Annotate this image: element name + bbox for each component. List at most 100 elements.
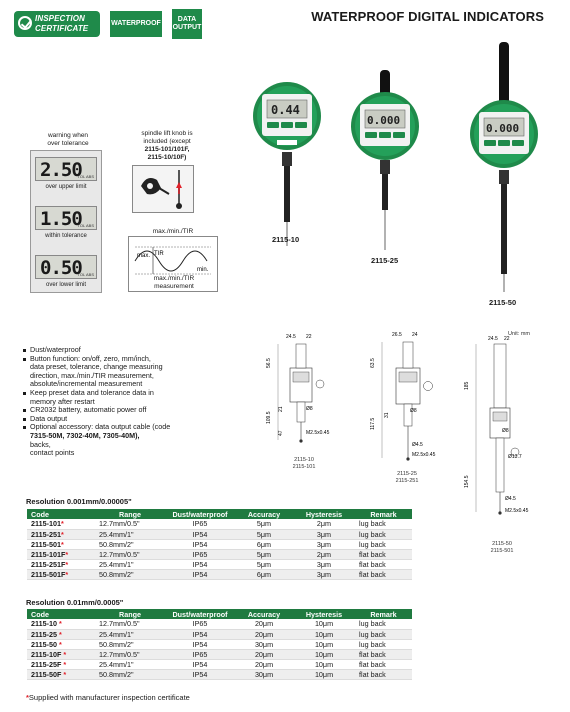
- display-reading-3: 0.000: [486, 122, 519, 135]
- dim-text: Ø8: [306, 406, 313, 412]
- cell-range: 50.8mm/2": [95, 539, 165, 550]
- col-range: Range: [95, 509, 165, 519]
- cell-code: 2115-501*: [27, 539, 95, 550]
- drawing-2115-25: 26.5 24 63.5 117.5 31 Ø8 Ø4.5 M2.5x0.45: [370, 332, 436, 461]
- indicator-2115-50-image: 0.000: [470, 42, 538, 292]
- lcd-indicator: TOL ABS: [77, 174, 94, 179]
- col-hysteresis: Hysteresis: [293, 609, 355, 619]
- cell-remark: lug back: [355, 629, 412, 640]
- cell-remark: lug back: [355, 639, 412, 650]
- cell-accuracy: 20μm: [235, 619, 293, 630]
- table-header-row: Code Range Dust/waterproof Accuracy Hyst…: [27, 609, 412, 619]
- feature-item: Button function: on/off, zero, mm/inch,: [22, 354, 222, 364]
- lcd-display-within: 1.50 TOL ABS: [35, 206, 97, 230]
- drawing-label-3: 2115-50 2115-501: [482, 541, 522, 554]
- cell-ip: IP54: [165, 629, 235, 640]
- model-label-2115-50: 2115-50: [489, 298, 517, 307]
- cell-remark: lug back: [355, 619, 412, 630]
- cell-accuracy: 20μm: [235, 629, 293, 640]
- col-remark: Remark: [355, 509, 412, 519]
- feature-item: backs,: [30, 439, 51, 449]
- cell-code: 2115-25 *: [27, 629, 95, 640]
- table-row: 2115-501* 50.8mm/2" IP54 6μm 3μm lug bac…: [27, 539, 412, 550]
- col-remark: Remark: [355, 609, 412, 619]
- cell-hysteresis: 10μm: [293, 659, 355, 670]
- tir-footer: max./min./TIR measurement: [133, 275, 215, 291]
- cell-hysteresis: 3μm: [293, 539, 355, 550]
- cell-hysteresis: 10μm: [293, 619, 355, 630]
- cell-accuracy: 5μm: [235, 559, 293, 570]
- table1-title: Resolution 0.001mm/0.00005": [26, 497, 132, 506]
- cell-ip: IP54: [165, 639, 235, 650]
- cell-hysteresis: 10μm: [293, 639, 355, 650]
- lcd-panel: 2.50 TOL ABS over upper limit 1.50 TOL A…: [30, 150, 102, 293]
- feature-item: Data output: [22, 414, 222, 424]
- cell-hysteresis: 2μm: [293, 549, 355, 560]
- data-output-line1: DATA: [177, 16, 197, 23]
- drawing-label-1: 2115-10 2115-101: [284, 457, 324, 470]
- dim-text: 26.5: [392, 332, 402, 338]
- col-dustwaterproof: Dust/waterproof: [165, 609, 235, 619]
- cell-ip: IP65: [165, 549, 235, 560]
- dim-text: 31: [384, 412, 390, 418]
- col-dustwaterproof: Dust/waterproof: [165, 509, 235, 519]
- cell-accuracy: 5μm: [235, 529, 293, 540]
- cell-code: 2115-25F *: [27, 659, 95, 670]
- footnote-text: Supplied with manufacturer inspection ce…: [28, 693, 190, 702]
- data-output-line2: OUTPUT: [172, 24, 202, 31]
- dim-text: 22: [504, 336, 510, 342]
- cell-ip: IP54: [165, 569, 235, 580]
- col-accuracy: Accuracy: [235, 509, 293, 519]
- tir-label-tir: TIR: [154, 251, 164, 257]
- table-row: 2115-10F * 12.7mm/0.5" IP65 20μm 10μm fl…: [27, 649, 412, 660]
- table-row: 2115-501F* 50.8mm/2" IP54 6μm 3μm flat b…: [27, 569, 412, 580]
- table-row: 2115-101* 12.7mm/0.5" IP65 5μm 2μm lug b…: [27, 519, 412, 530]
- cell-accuracy: 30μm: [235, 639, 293, 650]
- tir-diagram: max. TIR min. max./min./TIR measurement: [128, 236, 218, 292]
- cell-remark: flat back: [355, 569, 412, 580]
- table-row: 2115-50 * 50.8mm/2" IP54 30μm 10μm lug b…: [27, 639, 412, 650]
- dim-text: M2.5x0.45: [412, 452, 436, 458]
- col-code: Code: [27, 509, 95, 519]
- col-range: Range: [95, 609, 165, 619]
- spindle-caption: spindle lift knob is included (except 21…: [128, 130, 206, 162]
- drawing-2115-50: 24.5 22 185 154.5 Ø8 Ø13.7 Ø4.5 M2.5x0.4…: [464, 336, 529, 515]
- model-label-2115-25: 2115-25: [371, 256, 399, 265]
- cell-remark: flat back: [355, 659, 412, 670]
- drawing-label-1-line2: 2115-101: [292, 463, 316, 470]
- dim-text: Ø8: [502, 428, 509, 434]
- lcd-display-upper: 2.50 TOL ABS: [35, 157, 97, 181]
- cell-ip: IP54: [165, 529, 235, 540]
- cell-hysteresis: 3μm: [293, 559, 355, 570]
- lcd-indicator: TOL ABS: [77, 223, 94, 228]
- cell-code: 2115-501F*: [27, 569, 95, 580]
- spindle-caption-line3: 2115-101/101F,: [144, 146, 190, 153]
- display-reading-1: 0.44: [271, 103, 300, 117]
- lcd-value: 0.50: [40, 257, 83, 279]
- col-hysteresis: Hysteresis: [293, 509, 355, 519]
- footnote: *Supplied with manufacturer inspection c…: [26, 693, 190, 702]
- feature-list: Dust/waterproof Button function: on/off,…: [22, 345, 222, 458]
- table-row: 2115-251* 25.4mm/1" IP54 5μm 3μm lug bac…: [27, 529, 412, 540]
- cell-hysteresis: 10μm: [293, 629, 355, 640]
- table-row: 2115-101F* 12.7mm/0.5" IP65 5μm 2μm flat…: [27, 549, 412, 560]
- cell-hysteresis: 10μm: [293, 649, 355, 660]
- cell-range: 25.4mm/1": [95, 659, 165, 670]
- cell-code: 2115-251*: [27, 529, 95, 540]
- table-row: 2115-50F * 50.8mm/2" IP54 30μm 10μm flat…: [27, 669, 412, 680]
- cell-accuracy: 20μm: [235, 659, 293, 670]
- drawing-label-2-line1: 2115-25: [397, 471, 417, 477]
- dim-text: 24.5: [488, 336, 498, 342]
- product-photos: 0.44 0.000 0.000: [253, 42, 538, 292]
- cell-remark: lug back: [355, 529, 412, 540]
- lcd-caption: warning when over tolerance: [33, 132, 103, 148]
- feature-item: Optional accessory: data output cable (c…: [22, 423, 222, 432]
- spec-table-001: Code Range Dust/waterproof Accuracy Hyst…: [27, 609, 412, 680]
- dim-text: Ø4.5: [412, 442, 423, 448]
- dim-text: 21: [278, 406, 284, 412]
- tir-footer-line1: max./min./TIR: [153, 275, 195, 282]
- dim-text: 24.5: [286, 334, 296, 340]
- drawing-label-3-line1: 2115-50: [492, 541, 512, 547]
- cell-range: 12.7mm/0.5": [95, 619, 165, 630]
